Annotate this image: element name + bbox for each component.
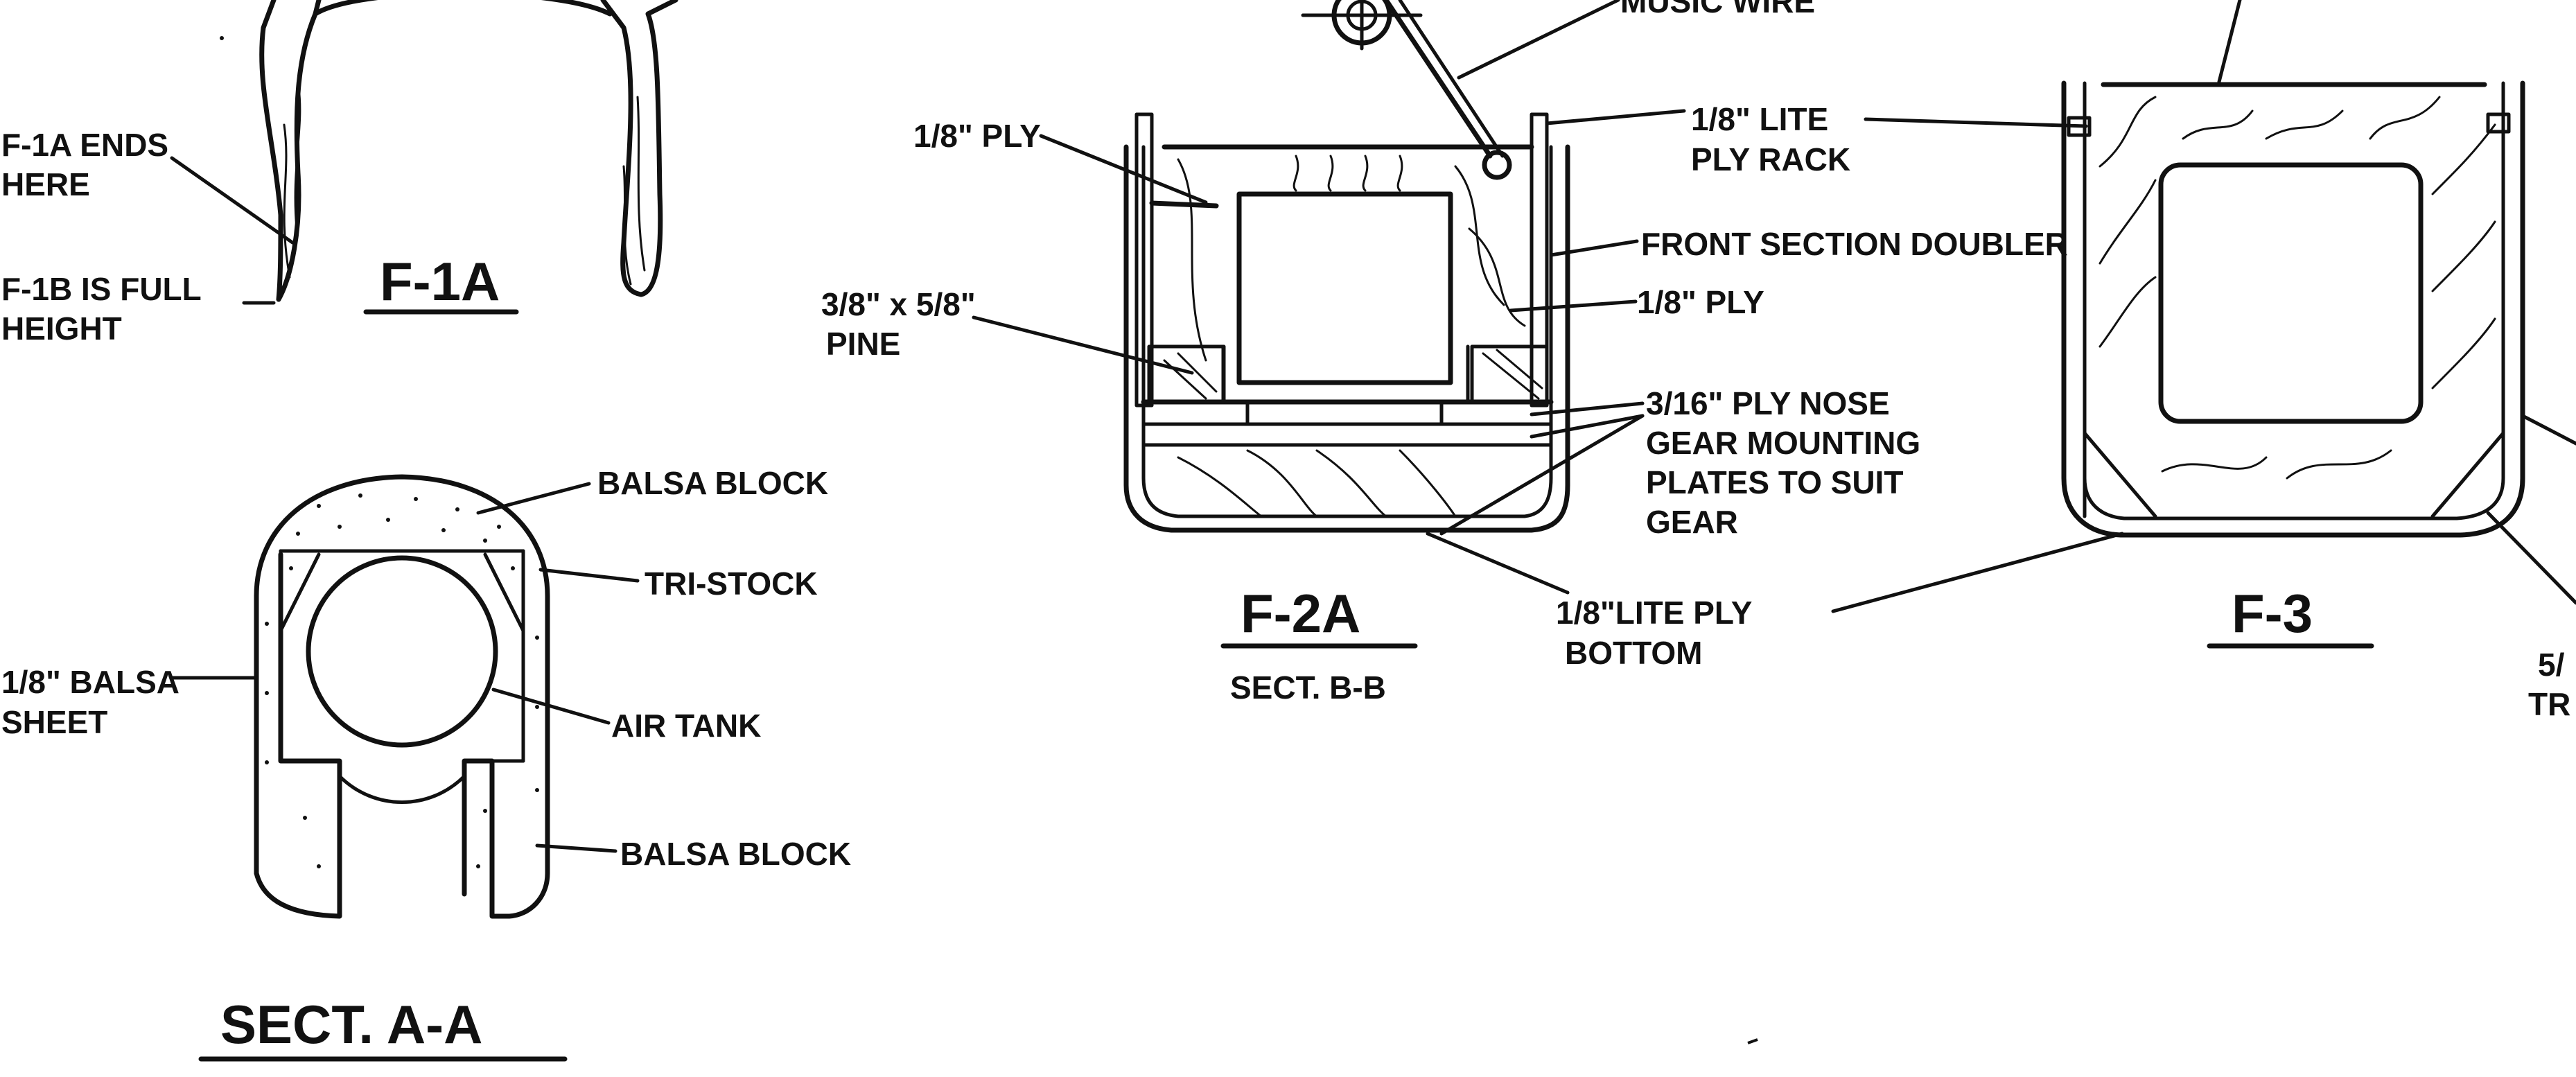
sect-aa-title: SECT. A-A xyxy=(220,994,482,1055)
nose-gear-label-2: GEAR MOUNTING xyxy=(1646,425,1920,461)
music-wire-label: MUSIC WIRE xyxy=(1620,0,1815,19)
pine-label-1: 3/8" x 5/8" xyxy=(821,286,976,322)
ply-left-label: 1/8" PLY xyxy=(913,118,1041,154)
f1b-full-label-1: F-1B IS FULL xyxy=(1,271,202,307)
front-doubler-label: FRONT SECTION DOUBLER xyxy=(1641,226,2068,262)
f2a-music-wire-fitting xyxy=(1301,0,1512,180)
f2a-title: F-2A xyxy=(1241,583,1360,644)
sect-aa-view: BALSA BLOCK TRI-STOCK 1/8" BALSA SHEET A… xyxy=(1,465,851,1062)
f3-tri-label-2: TR xyxy=(2528,686,2570,722)
f2a-subtitle: SECT. B-B xyxy=(1230,669,1386,706)
lite-ply-bottom-leader-f3 xyxy=(1831,532,2124,613)
tri-stock-label: TRI-STOCK xyxy=(645,566,818,602)
f1a-leaders xyxy=(170,156,295,305)
balsa-sheet-label-2: SHEET xyxy=(1,704,107,740)
f3-title: F-3 xyxy=(2232,583,2313,644)
f2a-view: MUSIC WIRE 1/8" PLY 1/8" LITE PLY RACK F… xyxy=(821,0,2124,706)
lite-ply-bottom-label-1: 1/8"LITE PLY xyxy=(1556,595,1752,631)
f1a-former-outline xyxy=(259,0,678,302)
air-tank-circle xyxy=(306,555,498,748)
nose-gear-label-1: 3/16" PLY NOSE xyxy=(1646,385,1890,421)
balsa-block-bottom-label: BALSA BLOCK xyxy=(620,836,851,872)
f1a-title: F-1A xyxy=(380,251,500,312)
lite-ply-rack-label-1: 1/8" LITE xyxy=(1691,101,1828,137)
pine-label-2: PINE xyxy=(826,326,900,362)
lite-ply-bottom-label-2: BOTTOM xyxy=(1565,635,1702,671)
balsa-sheet-label-1: 1/8" BALSA xyxy=(1,664,179,700)
f1a-ends-label-2: HERE xyxy=(1,166,90,202)
f3-grain xyxy=(2099,96,2496,480)
air-tank-label: AIR TANK xyxy=(611,708,761,744)
lite-ply-rack-leader xyxy=(1864,117,2088,128)
nose-gear-label-4: GEAR xyxy=(1646,504,1738,540)
sect-aa-leaders xyxy=(170,482,640,853)
f3-tri-label-1: 5/ xyxy=(2538,647,2565,683)
ply-right-label: 1/8" PLY xyxy=(1637,284,1764,320)
speck-dash xyxy=(1747,1038,1758,1044)
f2a-outline xyxy=(1123,112,1570,533)
sect-aa-stipple xyxy=(265,493,539,868)
f3-view: F-3 5/ TR xyxy=(2061,0,2576,722)
f2a-grain xyxy=(1163,155,1543,518)
speck xyxy=(220,36,224,40)
balsa-block-top-label: BALSA BLOCK xyxy=(597,465,828,501)
f2a-leaders xyxy=(972,0,1686,595)
lite-ply-rack-label-2: PLY RACK xyxy=(1691,141,1850,177)
f1a-view: F-1A ENDS HERE F-1B IS FULL HEIGHT F-1A xyxy=(1,0,678,347)
sect-aa-outline xyxy=(254,474,550,919)
nose-gear-label-3: PLATES TO SUIT xyxy=(1646,464,1903,500)
f1a-ends-label-1: F-1A ENDS xyxy=(1,127,168,163)
f3-leaders xyxy=(2217,0,2576,605)
f1b-full-label-2: HEIGHT xyxy=(1,310,122,347)
f3-outline xyxy=(2061,80,2525,538)
